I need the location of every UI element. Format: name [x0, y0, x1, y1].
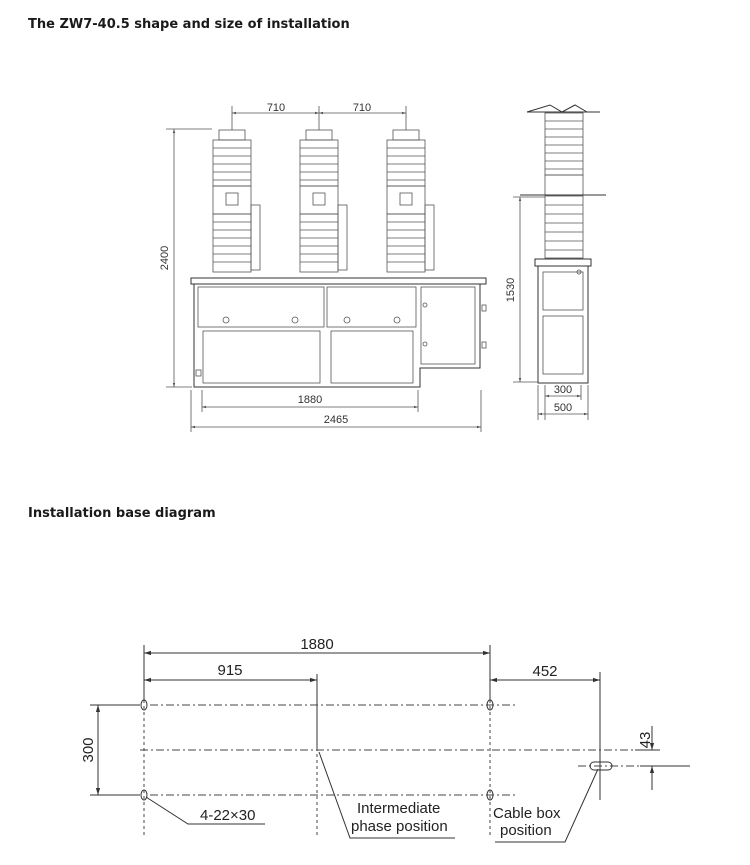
- dim-side-outer-label: 500: [554, 402, 572, 414]
- dim-cable-y-label: 43: [637, 732, 654, 749]
- dim-side-height: 1530: [505, 196, 545, 383]
- dim-side-height-label: 1530: [505, 278, 517, 302]
- mount-hole: [140, 699, 148, 711]
- shape-title: The ZW7-40.5 shape and size of installat…: [28, 17, 350, 32]
- dim-base-depth: 300: [80, 704, 140, 796]
- pole-2: [299, 129, 348, 273]
- dim-front-height: 2400: [159, 128, 212, 388]
- side-view: 1530 300 500: [505, 104, 606, 420]
- dim-side-inner-label: 300: [554, 384, 572, 396]
- front-view: 710 710 2400: [159, 102, 487, 432]
- dim-front-base: 1880: [201, 390, 419, 412]
- dim-base-cable: 452: [490, 663, 601, 800]
- holes-label: 4-22×30: [200, 807, 255, 824]
- dim-front-total: 2465: [190, 390, 482, 432]
- dim-front-total-label: 2465: [324, 414, 348, 426]
- dim-front-base-label: 1880: [298, 394, 322, 406]
- dim-base-cable-label: 452: [532, 663, 557, 680]
- cable-label-line1: Cable box: [493, 805, 561, 822]
- dim-base-half-label: 915: [217, 662, 242, 679]
- dim-spacing-left: 710: [267, 102, 285, 114]
- base-title: Installation base diagram: [28, 506, 216, 521]
- cabinet: [190, 277, 487, 388]
- cable-label-line2: position: [500, 822, 552, 839]
- dim-front-height-label: 2400: [159, 246, 171, 270]
- cable-box-slot: 43: [589, 726, 690, 790]
- dim-side-widths: 300 500: [537, 384, 589, 420]
- phase-label-line2: phase position: [351, 818, 448, 835]
- dim-base-half: 915: [144, 662, 318, 748]
- mount-hole: [486, 699, 494, 711]
- dim-spacing: 710 710: [231, 102, 407, 130]
- pole-3: [386, 129, 435, 273]
- dim-spacing-right: 710: [353, 102, 371, 114]
- mount-hole: [140, 789, 148, 801]
- mount-hole: [486, 789, 494, 801]
- dim-base-depth-label: 300: [80, 737, 97, 762]
- dim-base-total-label: 1880: [300, 636, 333, 653]
- base-diagram: 1880 915 452 300: [80, 636, 690, 843]
- dim-base-total: 1880: [143, 636, 491, 700]
- phase-label-line1: Intermediate: [357, 800, 440, 817]
- pole-1: [212, 129, 261, 273]
